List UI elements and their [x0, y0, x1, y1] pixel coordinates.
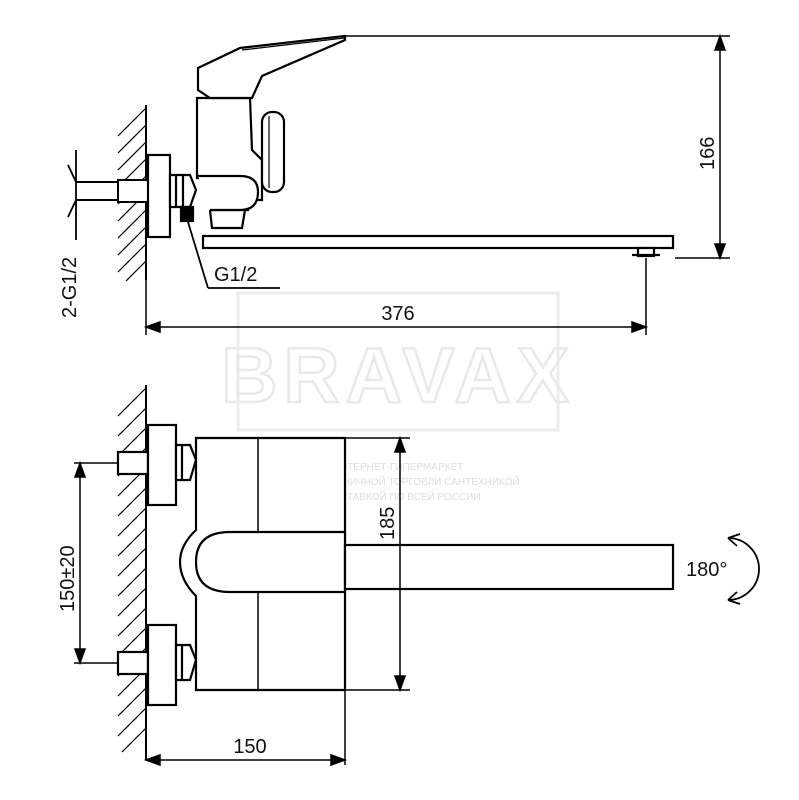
dim-centers: [73, 460, 118, 666]
label-length: 376: [381, 303, 414, 325]
dim-depth-150: [143, 690, 348, 767]
eccentric-upper: [116, 423, 198, 507]
label-outlet-thread: G1/2: [214, 264, 257, 286]
dim-body-185: [345, 435, 410, 693]
dim-inlets: [67, 150, 77, 240]
leader-outlet-thread: [187, 221, 280, 289]
eccentric-lower: [116, 623, 198, 707]
label-depth: 150: [233, 736, 266, 758]
spout-top: [343, 543, 675, 591]
dim-height-166: [345, 33, 730, 261]
label-inlets: 2-G1/2: [59, 257, 81, 318]
mixer-body-side: [195, 96, 286, 230]
watermark-brand: BRAVAX: [221, 331, 575, 419]
lever-handle-side: [196, 34, 347, 100]
top-view: 150±20 185 150 180°: [57, 385, 760, 767]
label-rotation: 180°: [686, 559, 727, 581]
lever-handle-top: [194, 530, 347, 594]
label-centers: 150±20: [57, 545, 79, 612]
watermark-line-1: ИНТЕРНЕТ-ГИПЕРМАРКЕТ: [333, 462, 463, 473]
dim-length-376: [143, 258, 649, 335]
wall-hatch-bottom: [117, 385, 147, 760]
spout-side: [201, 234, 675, 258]
eccentric-side: [146, 153, 198, 239]
label-body: 185: [377, 507, 399, 540]
inlet-pipe-side: [76, 179, 149, 203]
side-view: G1/2 2-G1/2 376 166: [59, 33, 730, 335]
rotation-arrow-icon: [727, 533, 760, 605]
watermark-line-3: С ДОСТАВКОЙ ПО ВСЕЙ РОССИИ: [316, 490, 481, 503]
label-height: 166: [697, 137, 719, 170]
